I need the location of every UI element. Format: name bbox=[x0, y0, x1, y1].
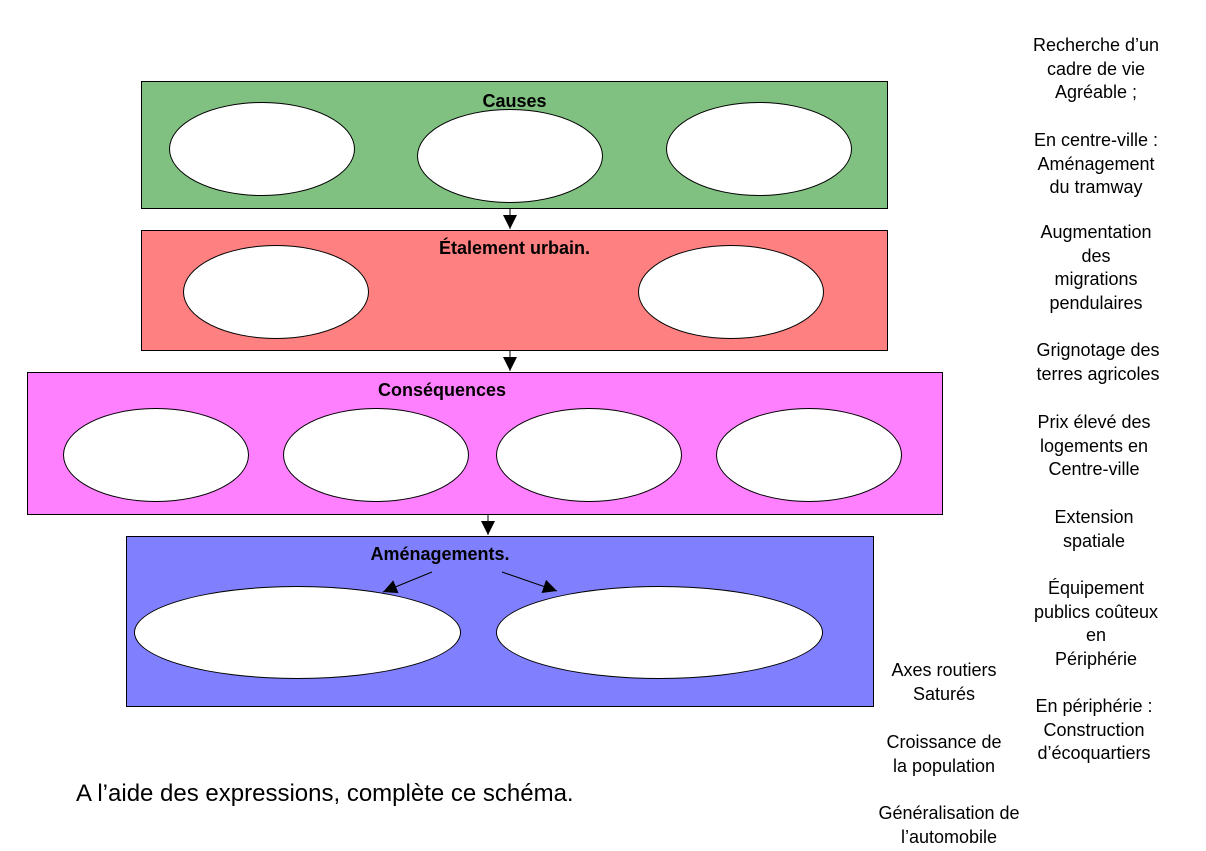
expression-11[interactable]: Généralisation de l’automobile bbox=[878, 803, 1020, 847]
causes-blank-3[interactable] bbox=[666, 102, 852, 196]
etalement-title: Étalement urbain. bbox=[438, 238, 591, 258]
instruction-text: A l’aide des expressions, complète ce sc… bbox=[76, 780, 574, 807]
amenagements-box: Aménagements. bbox=[126, 536, 874, 707]
expression-1[interactable]: Recherche d’un cadre de vie Agréable ; bbox=[1032, 35, 1160, 102]
consequences-blank-2[interactable] bbox=[283, 408, 469, 502]
causes-blank-2[interactable] bbox=[417, 109, 603, 203]
expression-4[interactable]: Grignotage des terres agricoles bbox=[1036, 340, 1160, 384]
amenagements-title: Aménagements. bbox=[370, 544, 510, 564]
causes-blank-1[interactable] bbox=[169, 102, 355, 196]
etalement-blank-1[interactable] bbox=[183, 245, 369, 339]
arrow-to-left-ellipse bbox=[382, 571, 433, 594]
causes-title: Causes bbox=[482, 91, 547, 111]
expression-9[interactable]: En périphérie : Construction d’écoquarti… bbox=[1035, 696, 1153, 763]
arrow-to-right-ellipse bbox=[501, 571, 558, 594]
consequences-blank-4[interactable] bbox=[716, 408, 902, 502]
expression-7[interactable]: Équipement publics coûteux en Périphérie bbox=[1033, 578, 1159, 669]
causes-box: Causes bbox=[141, 81, 888, 209]
expression-5[interactable]: Prix élevé des logements en Centre-ville bbox=[1037, 412, 1151, 479]
expression-6[interactable]: Extension spatiale bbox=[1054, 507, 1134, 551]
expression-3[interactable]: Augmentation des migrations pendulaires bbox=[1040, 222, 1152, 313]
amenagements-blank-1[interactable] bbox=[134, 586, 461, 679]
consequences-blank-1[interactable] bbox=[63, 408, 249, 502]
expression-2[interactable]: En centre-ville : Aménagement du tramway bbox=[1033, 130, 1159, 197]
consequences-box: Conséquences bbox=[27, 372, 943, 515]
etalement-blank-2[interactable] bbox=[638, 245, 824, 339]
amenagements-blank-2[interactable] bbox=[496, 586, 823, 679]
expression-8[interactable]: Axes routiers Saturés bbox=[891, 660, 997, 704]
etalement-box: Étalement urbain. bbox=[141, 230, 888, 351]
consequences-blank-3[interactable] bbox=[496, 408, 682, 502]
expression-10[interactable]: Croissance de la population bbox=[886, 732, 1002, 776]
consequences-title: Conséquences bbox=[377, 380, 507, 400]
